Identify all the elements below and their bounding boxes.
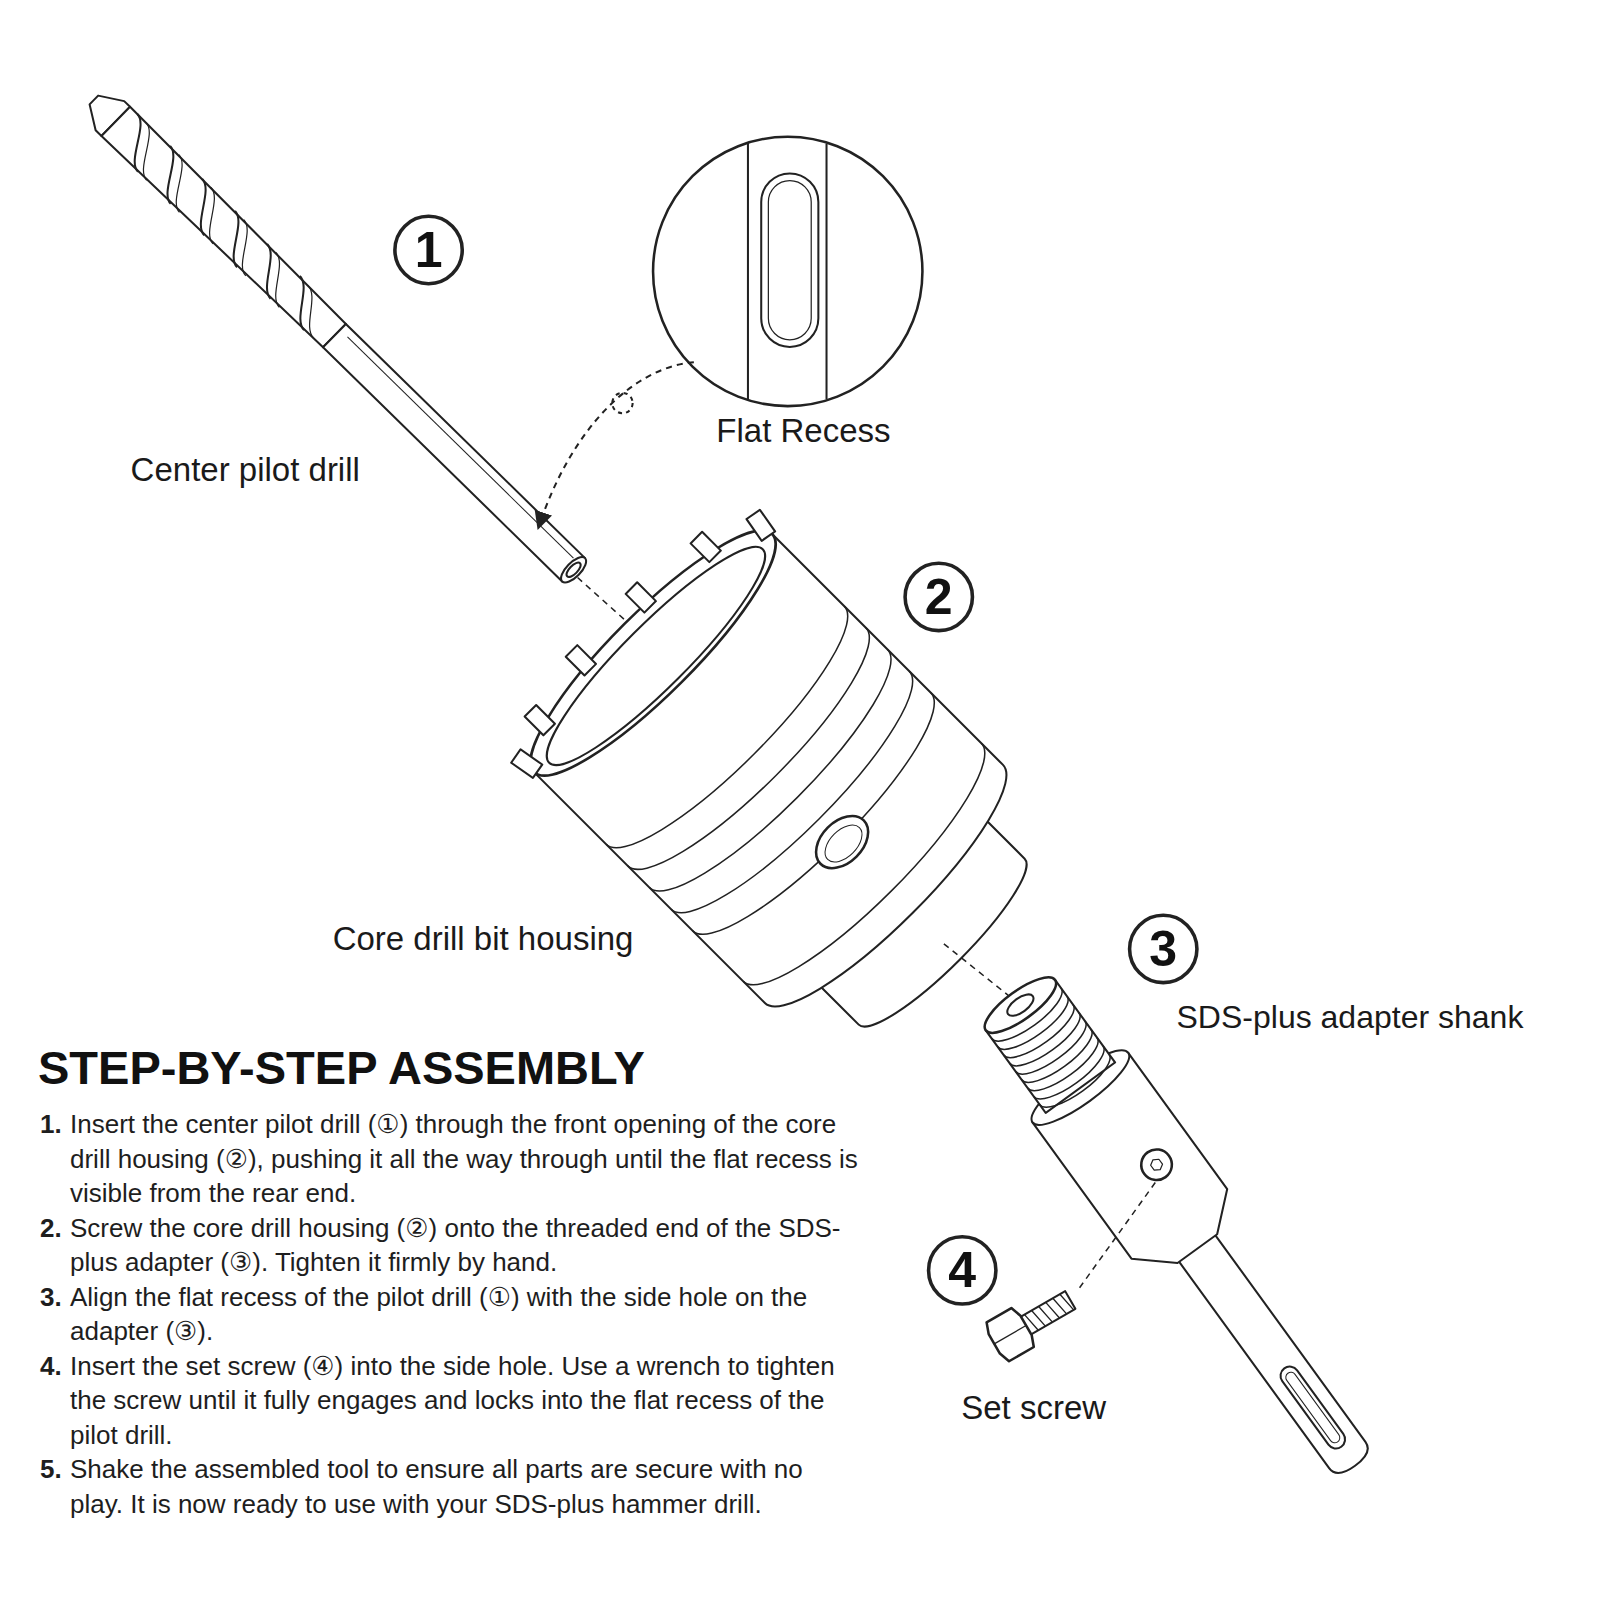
screw-head-edge <box>994 1325 1026 1343</box>
housing-hole <box>806 806 878 878</box>
callout-number: 4 <box>932 1240 993 1301</box>
step-row: 3.Align the flat recess of the pilot dri… <box>40 1280 870 1349</box>
callout-circle <box>1130 915 1197 982</box>
step-row: 2.Screw the core drill housing (②) onto … <box>40 1211 870 1280</box>
hex-socket <box>1149 1157 1164 1173</box>
tooth <box>691 532 721 562</box>
step-list: 1.Insert the center pilot drill (①) thro… <box>40 1107 870 1521</box>
drill-shank <box>323 324 585 582</box>
part-label: SDS-plus adapter shank <box>1177 999 1524 1036</box>
tooth <box>525 705 555 735</box>
side-hole <box>1135 1143 1178 1186</box>
tooth <box>511 749 542 778</box>
shaft-edge <box>826 144 828 399</box>
thread-face <box>977 968 1063 1041</box>
part-label: Center pilot drill <box>131 451 360 489</box>
core-housing <box>484 485 1085 1086</box>
shank-end-hole <box>564 560 583 579</box>
flat-recess-slot <box>761 173 818 346</box>
step-row: 4.Insert the set screw (④) into the side… <box>40 1349 870 1453</box>
step-text: Align the flat recess of the pilot drill… <box>70 1280 860 1349</box>
part-label: Set screw <box>961 1389 1106 1427</box>
pilot-drill <box>80 85 593 589</box>
tooth <box>626 582 656 612</box>
callout-number: 2 <box>908 566 969 627</box>
step-text: Shake the assembled tool to ensure all p… <box>70 1452 860 1521</box>
callout-number: 1 <box>398 219 459 280</box>
leader-dot <box>612 393 632 413</box>
flat-recess-slot <box>768 181 811 340</box>
set-screw <box>983 1281 1081 1364</box>
step-number: 1. <box>40 1107 70 1142</box>
callout-circle <box>395 216 462 283</box>
sds-slot <box>1284 1370 1342 1445</box>
leader-arrow <box>539 362 694 526</box>
step-number: 2. <box>40 1211 70 1246</box>
housing-rim <box>505 505 801 801</box>
drill-flutes <box>101 107 348 350</box>
detail-label: Flat Recess <box>716 412 890 450</box>
flute-lines <box>118 123 340 341</box>
part-label: Core drill bit housing <box>333 920 634 958</box>
axis-line <box>1080 1179 1159 1288</box>
housing-opening <box>527 527 785 785</box>
callout-circle <box>905 563 972 630</box>
step-text: Screw the core drill housing (②) onto th… <box>70 1211 860 1280</box>
shank-end <box>557 553 590 586</box>
sds-slot <box>1277 1363 1349 1452</box>
thread-lines <box>992 988 1118 1116</box>
step-text: Insert the center pilot drill (①) throug… <box>70 1107 860 1211</box>
step-row: 5.Shake the assembled tool to ensure all… <box>40 1452 870 1521</box>
step-row: 1.Insert the center pilot drill (①) thro… <box>40 1107 870 1211</box>
flute-lines <box>109 114 331 332</box>
detail-circle <box>653 137 922 406</box>
step-number: 5. <box>40 1452 70 1487</box>
screw-head <box>983 1306 1037 1363</box>
callout-circle <box>929 1237 996 1304</box>
screw-thread-lines <box>1025 1292 1074 1332</box>
step-text: Insert the set screw (④) into the side h… <box>70 1349 860 1453</box>
housing-hole <box>818 818 869 869</box>
shaft-edge <box>747 143 749 400</box>
tooth <box>566 645 596 675</box>
step-number: 3. <box>40 1280 70 1315</box>
cutting-teeth <box>484 485 781 782</box>
tooth <box>747 510 776 541</box>
step-number: 4. <box>40 1349 70 1384</box>
callout-number: 3 <box>1133 918 1194 979</box>
thread-bore <box>1004 990 1037 1020</box>
sds-shank <box>1170 1223 1373 1479</box>
heading: STEP-BY-STEP ASSEMBLY <box>38 1044 645 1091</box>
